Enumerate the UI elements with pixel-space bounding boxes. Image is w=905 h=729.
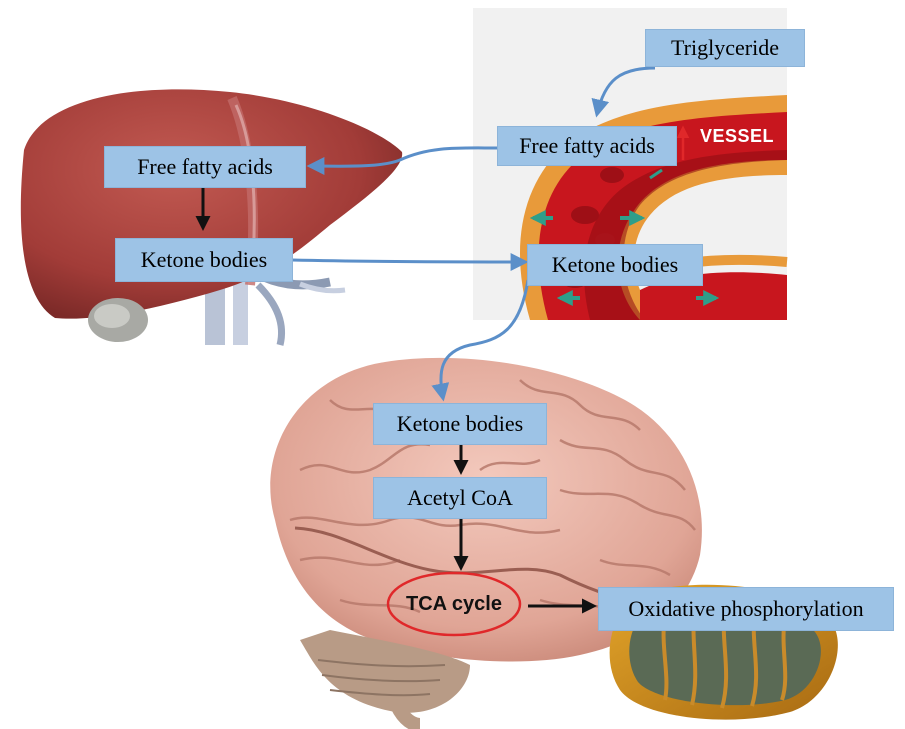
triglyceride-label: Triglyceride [671, 37, 779, 59]
brain-ketone-bodies-box: Ketone bodies [373, 403, 547, 445]
liver-ketone-bodies-box: Ketone bodies [115, 238, 293, 282]
acetyl-coa-label: Acetyl CoA [407, 487, 513, 509]
oxidative-phosphorylation-label: Oxidative phosphorylation [628, 598, 863, 620]
vessel-ketone-bodies-box: Ketone bodies [527, 244, 703, 286]
liver-illustration [21, 89, 402, 345]
brain-ketone-bodies-label: Ketone bodies [397, 413, 523, 435]
vessel-label: VESSEL [700, 126, 774, 147]
vessel-free-fatty-acids-label: Free fatty acids [519, 135, 655, 157]
liver-free-fatty-acids-box: Free fatty acids [104, 146, 306, 188]
oxidative-phosphorylation-box: Oxidative phosphorylation [598, 587, 894, 631]
tca-cycle-label: TCA cycle [388, 573, 520, 635]
vessel-free-fatty-acids-box: Free fatty acids [497, 126, 677, 166]
liver-free-fatty-acids-label: Free fatty acids [137, 156, 273, 178]
vessel-ketone-bodies-label: Ketone bodies [552, 254, 678, 276]
acetyl-coa-box: Acetyl CoA [373, 477, 547, 519]
triglyceride-box: Triglyceride [645, 29, 805, 67]
liver-ketone-bodies-label: Ketone bodies [141, 249, 267, 271]
